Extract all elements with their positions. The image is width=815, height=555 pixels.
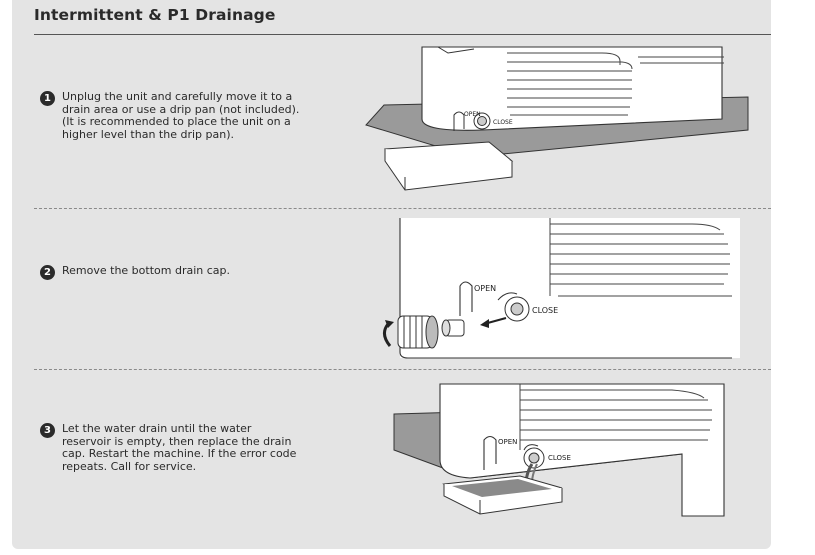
step-2-illustration: OPEN CLOSE — [383, 218, 740, 359]
close-label-2: CLOSE — [532, 306, 558, 315]
step-3: 3 Let the water drain until the water re… — [40, 422, 297, 473]
instruction-panel: Intermittent & P1 Drainage 1 Unplug the … — [12, 0, 771, 549]
title-divider — [34, 34, 771, 35]
step-1: 1 Unplug the unit and carefully move it … — [40, 90, 300, 141]
step-divider-1 — [34, 208, 771, 209]
step-number-1: 1 — [40, 91, 55, 106]
step-text-3: Let the water drain until the water rese… — [62, 422, 297, 473]
open-label-3: OPEN — [498, 438, 517, 446]
step-1-illustration: OPEN CLOSE — [365, 46, 749, 191]
step-text-2: Remove the bottom drain cap. — [62, 264, 231, 277]
step-text-1: Unplug the unit and carefully move it to… — [62, 90, 300, 141]
open-label-2: OPEN — [474, 284, 496, 293]
open-label-1: OPEN — [464, 111, 481, 118]
step-divider-2 — [34, 369, 771, 370]
section-title: Intermittent & P1 Drainage — [34, 6, 276, 24]
close-label-3: CLOSE — [548, 454, 571, 462]
close-label-1: CLOSE — [493, 119, 513, 126]
step-2: 2 Remove the bottom drain cap. — [40, 264, 231, 280]
step-3-illustration: OPEN CLOSE — [393, 383, 725, 517]
step-number-2: 2 — [40, 265, 55, 280]
step-number-3: 3 — [40, 423, 55, 438]
